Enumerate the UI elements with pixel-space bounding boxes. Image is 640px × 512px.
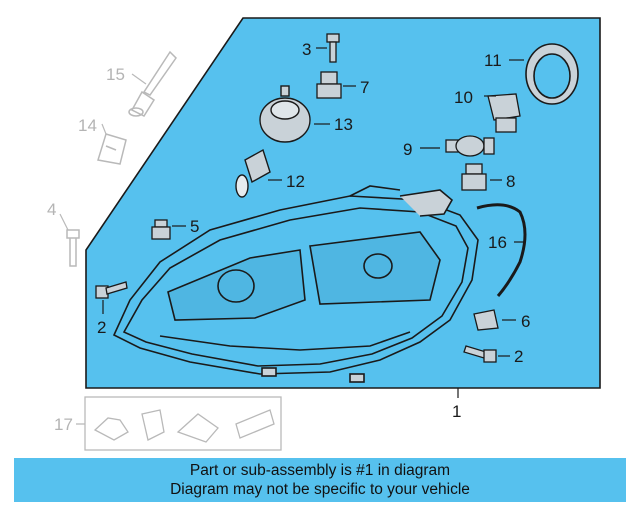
- bracket-6-icon: [473, 309, 499, 331]
- callout-2a: 2: [97, 318, 106, 337]
- ring-11-icon: [525, 43, 579, 105]
- callout-5: 5: [190, 217, 199, 236]
- socket-10-icon: [487, 93, 521, 133]
- callout-13: 13: [334, 115, 353, 134]
- parts-diagram: 1 2 2 3 4 5 6 7 8 9 10 11 12 13 14 15 16…: [47, 17, 601, 451]
- cap-13-icon: [259, 85, 311, 143]
- callout-1: 1: [452, 402, 461, 421]
- clip-5-icon: [151, 219, 171, 240]
- socket-14-icon: [97, 133, 127, 165]
- screw-3-icon: [326, 33, 340, 63]
- callout-7: 7: [360, 78, 369, 97]
- callout-17: 17: [54, 415, 73, 434]
- callout-2b: 2: [514, 347, 523, 366]
- callout-6: 6: [521, 312, 530, 331]
- bolt-4-icon: [66, 229, 80, 267]
- callout-11: 11: [484, 51, 502, 70]
- notice-line-1: Part or sub-assembly is #1 in diagram: [189, 462, 451, 479]
- leader-lines: [102, 47, 524, 398]
- callout-4: 4: [47, 200, 56, 219]
- notice-line-2: Diagram may not be specific to your vehi…: [170, 481, 470, 498]
- bolt-2b-icon: [463, 345, 497, 363]
- callout-14: 14: [78, 116, 97, 135]
- headlamp-assembly: [112, 185, 479, 383]
- notice-banner: Part or sub-assembly is #1 in diagram Di…: [14, 458, 626, 502]
- callout-8: 8: [506, 172, 515, 191]
- faded-leader-lines: [59, 73, 147, 231]
- callout-3: 3: [302, 40, 311, 59]
- callout-12: 12: [286, 172, 305, 191]
- wire-16-icon: [476, 203, 527, 297]
- callout-16: 16: [488, 233, 507, 252]
- bulb-12-icon: [235, 148, 271, 198]
- clip-7-icon: [316, 71, 342, 99]
- clip-8-icon: [461, 163, 487, 191]
- bulb-15-icon: [128, 50, 177, 117]
- bulb-9-icon: [445, 135, 495, 157]
- bolt-2a-icon: [95, 281, 128, 299]
- callout-9: 9: [403, 140, 412, 159]
- kit-17-group: [76, 396, 282, 451]
- callout-15: 15: [106, 65, 125, 84]
- callout-10: 10: [454, 88, 473, 107]
